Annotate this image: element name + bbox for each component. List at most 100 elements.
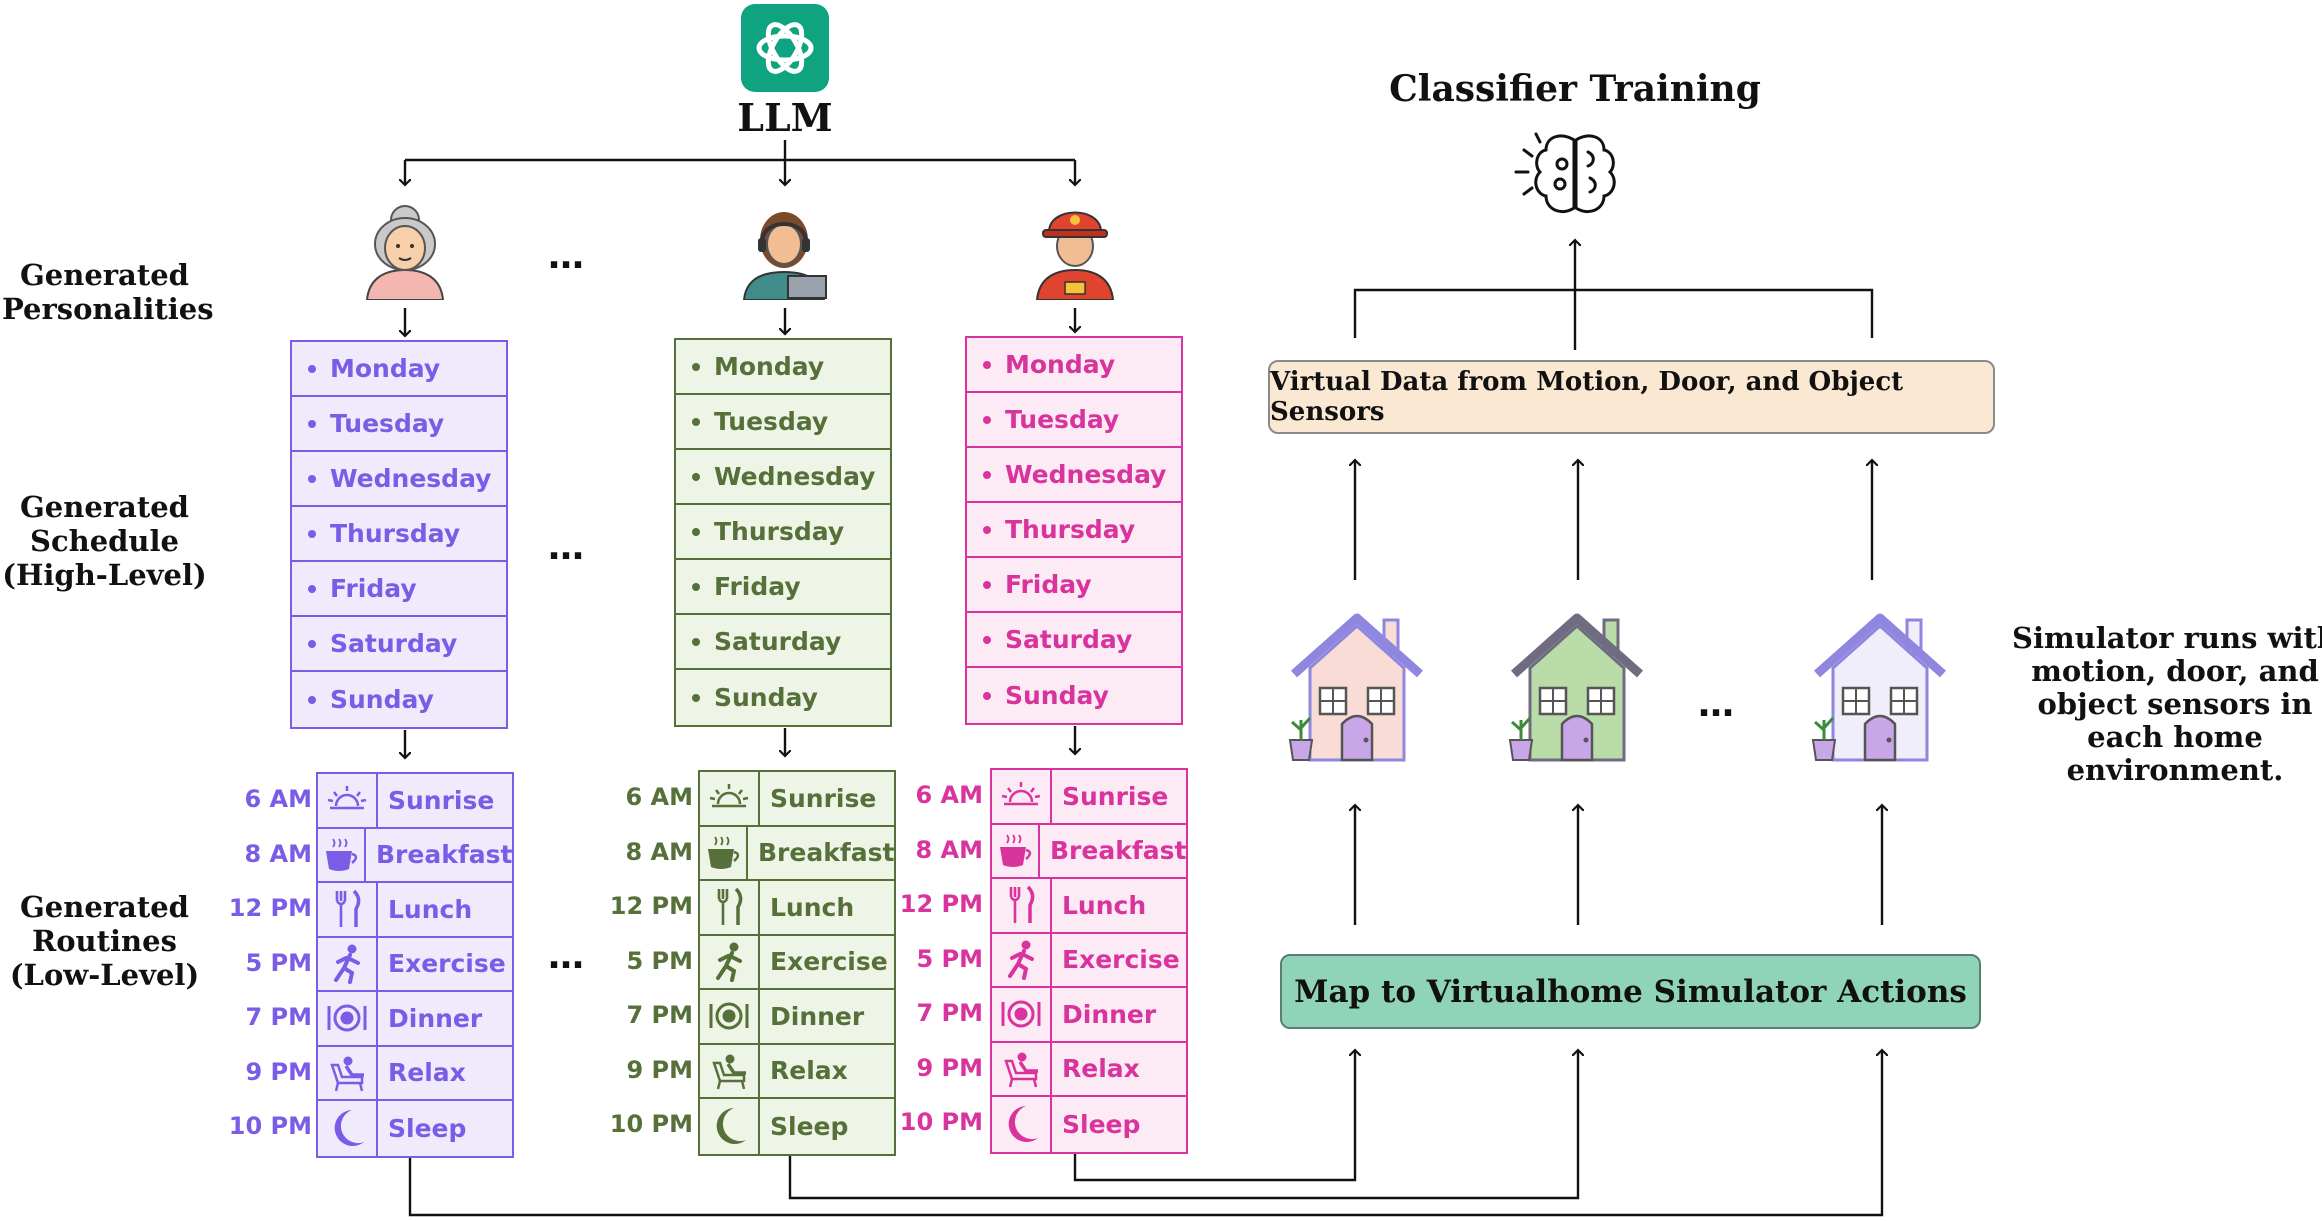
fork-knife-icon — [318, 883, 378, 936]
routine-name-label: Dinner — [388, 1003, 483, 1033]
schedule-day-label: Monday — [330, 354, 441, 383]
ellipsis-routines: … — [548, 936, 590, 977]
running-person-icon — [318, 937, 378, 990]
routine-time-label: 7 PM — [245, 1003, 312, 1032]
coffee-cup-icon — [700, 826, 748, 879]
schedule-day-label: Friday — [714, 572, 801, 601]
elderly-woman-avatar-icon — [365, 205, 445, 301]
classifier-title: Classifier Training — [1389, 68, 1761, 110]
routine-row: Sleep — [700, 1099, 894, 1154]
schedule-day-label: Wednesday — [714, 462, 876, 491]
routine-time-label: 8 AM — [915, 835, 983, 864]
routine-time-label: 8 AM — [625, 837, 693, 866]
routine-name-label: Exercise — [1062, 945, 1180, 975]
routine-time-label: 9 PM — [626, 1055, 693, 1084]
routine-row: Dinner — [992, 988, 1186, 1043]
schedule-day-row: Saturday — [292, 617, 506, 672]
routine-time-label: 9 PM — [245, 1057, 312, 1086]
schedule-day-row: Sunday — [292, 672, 506, 727]
recliner-icon — [318, 1046, 378, 1099]
schedule-day-row: Tuesday — [292, 397, 506, 452]
routine-time-label: 12 PM — [899, 890, 983, 919]
routine-time-label: 10 PM — [899, 1108, 983, 1137]
schedule-day-row: Sunday — [967, 668, 1181, 723]
routine-time-label: 6 AM — [244, 785, 312, 814]
bullet-icon — [308, 639, 316, 648]
routine-row: Lunch — [700, 881, 894, 936]
plate-icon — [992, 988, 1052, 1041]
schedule-day-row: Saturday — [967, 613, 1181, 668]
house-2 — [1500, 612, 1650, 767]
bullet-icon — [983, 691, 991, 700]
bullet-icon — [692, 582, 700, 591]
schedule-day-row: Tuesday — [967, 393, 1181, 448]
schedule-day-label: Saturday — [330, 629, 458, 658]
running-person-icon — [700, 935, 760, 988]
schedule-day-row: Friday — [292, 562, 506, 617]
label-generated-schedule: Generated Schedule (High-Level) — [2, 490, 207, 592]
schedule-day-label: Saturday — [714, 627, 842, 656]
schedule-day-row: Thursday — [676, 505, 890, 560]
routine-time-label: 6 AM — [915, 781, 983, 810]
routine-row: Exercise — [318, 937, 512, 992]
routine-name-label: Lunch — [388, 894, 473, 924]
routine-time-label: 7 PM — [626, 1001, 693, 1030]
llm-logo — [741, 4, 829, 92]
routine-row: Relax — [700, 1044, 894, 1099]
bullet-icon — [983, 635, 991, 644]
bullet-icon — [692, 472, 700, 481]
bullet-icon — [308, 529, 316, 538]
routine-row: Dinner — [318, 992, 512, 1047]
data-to-classifier-fork — [1353, 288, 1874, 338]
bullet-icon — [983, 580, 991, 589]
schedule-day-row: Wednesday — [292, 452, 506, 507]
openai-logo-icon — [741, 4, 829, 92]
routine-row: Relax — [318, 1046, 512, 1101]
plate-icon — [318, 992, 378, 1045]
routine-name-label: Exercise — [388, 949, 506, 979]
routine-time-label: 9 PM — [916, 1053, 983, 1082]
schedule-day-label: Wednesday — [1005, 460, 1167, 489]
schedule-day-label: Saturday — [1005, 625, 1133, 654]
running-person-icon — [992, 933, 1052, 986]
routine-name-label: Relax — [388, 1058, 466, 1088]
moon-icon — [318, 1101, 378, 1156]
routine-name-label: Exercise — [770, 947, 888, 977]
persona-2 — [736, 200, 832, 301]
ellipsis-houses: … — [1698, 684, 1740, 725]
schedule-day-row: Friday — [967, 558, 1181, 613]
bullet-icon — [983, 360, 991, 369]
firefighter-avatar-icon — [1035, 211, 1115, 301]
bullet-icon — [308, 364, 316, 373]
routine-name-label: Sleep — [388, 1113, 467, 1143]
bullet-icon — [983, 470, 991, 479]
moon-icon — [700, 1099, 760, 1154]
bullet-icon — [692, 417, 700, 426]
routine-name-label: Dinner — [770, 1001, 865, 1031]
schedule-day-label: Tuesday — [714, 407, 829, 436]
schedule-day-row: Wednesday — [967, 448, 1181, 503]
routine-name-label: Breakfast — [1050, 836, 1187, 866]
routine-1-to-map-line — [408, 1050, 1882, 1217]
ellipsis-schedule: … — [548, 527, 590, 568]
sunrise-icon — [700, 772, 760, 825]
label-generated-personalities: Generated Personalities — [2, 258, 214, 326]
schedule-day-label: Tuesday — [330, 409, 445, 438]
bullet-icon — [692, 693, 700, 702]
schedule-day-row: Thursday — [967, 503, 1181, 558]
routine-time-label: 5 PM — [626, 946, 693, 975]
schedule-day-row: Saturday — [676, 615, 890, 670]
routine-row: Sunrise — [318, 774, 512, 829]
routine-row: Breakfast — [318, 828, 512, 883]
house-icon — [1811, 613, 1946, 762]
routine-row: Sunrise — [992, 770, 1186, 825]
schedule-day-label: Sunday — [330, 685, 434, 714]
routine-3-to-map-line — [1073, 1050, 1355, 1182]
routine-name-label: Dinner — [1062, 999, 1157, 1029]
